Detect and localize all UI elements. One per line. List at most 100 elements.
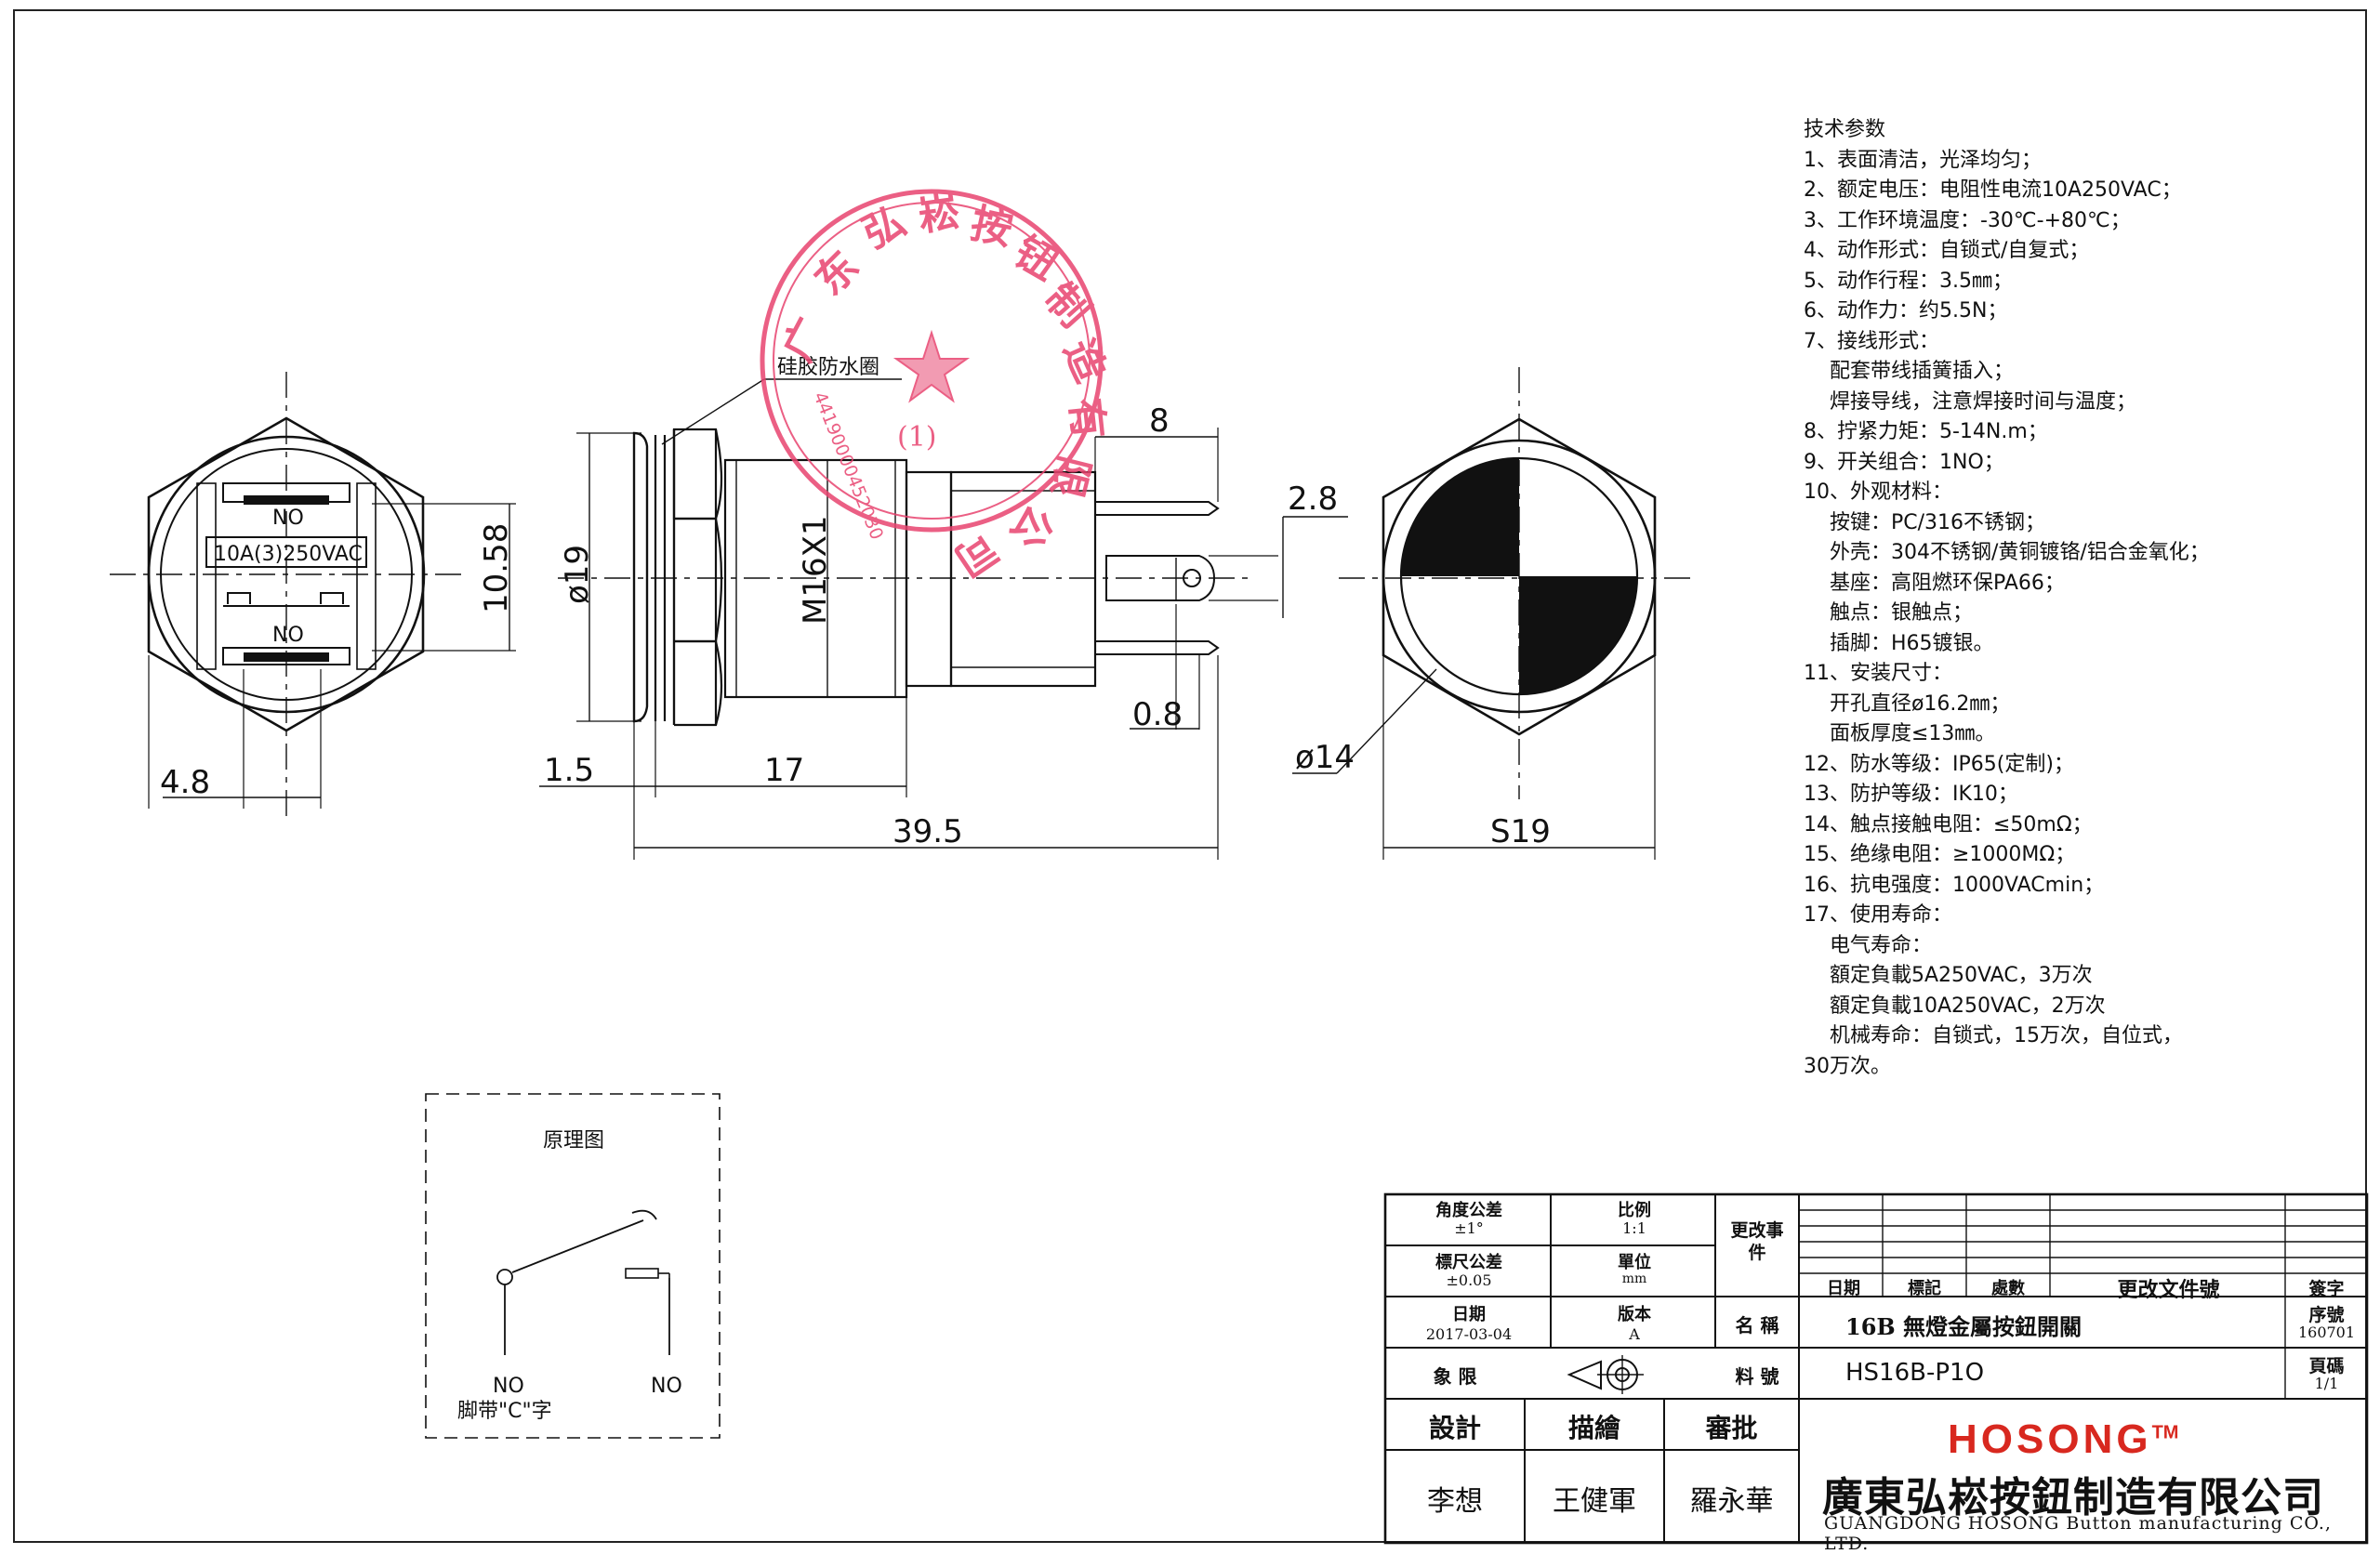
part-number-label: 料 號 (1735, 1365, 1779, 1388)
angle-tolerance-label: 角度公差 (1435, 1201, 1502, 1220)
seal-char-12: 司 (945, 523, 1006, 586)
pin-note: 脚带"C"字 (457, 1400, 552, 1423)
dim-4-8: 4.8 (160, 764, 210, 801)
spec-line: 配套带线插簧插入； (1804, 360, 2014, 383)
spec-line: 11、安装尺寸： (1804, 662, 1952, 685)
serial-label: 序號 (2308, 1305, 2345, 1325)
spec-line: 触点：银触点； (1804, 601, 1973, 625)
quadrant-label: 象 限 (1433, 1365, 1477, 1388)
page-label: 頁碼 (2308, 1356, 2345, 1376)
brand-logo: HOSONGTM (1948, 1416, 2179, 1462)
scale-value: 1:1 (1622, 1219, 1646, 1237)
principle-title: 原理图 (543, 1129, 604, 1152)
spec-line: 額定負載10A250VAC，2万次 (1804, 994, 2106, 1018)
specs-title: 技术参数 (1804, 118, 1886, 141)
spec-line: 外壳：304不锈钢/黄铜镀铬/铝合金氧化； (1804, 541, 2210, 564)
title-block-grid (1383, 1192, 2369, 1545)
version-value: A (1629, 1325, 1640, 1343)
face-no-top: NO (272, 507, 304, 530)
change-event-label: 更改事件 (1730, 1220, 1784, 1263)
version-label: 版本 (1618, 1305, 1651, 1324)
spec-line: 額定負載5A250VAC，3万次 (1804, 964, 2093, 987)
dim-dia-14: ø14 (1295, 739, 1355, 776)
spec-line: 30万次。 (1804, 1054, 1891, 1078)
page-value: 1/1 (2314, 1375, 2339, 1392)
spec-line: 按键：PC/316不锈钢； (1804, 510, 2046, 534)
spec-line: 13、防护等级：IK10； (1804, 783, 2018, 806)
seal-char-6: 钮 (1007, 228, 1066, 289)
approve-label: 審批 (1705, 1413, 1758, 1443)
seal-ring-label: 硅胶防水圈 (777, 356, 879, 379)
spec-line: 16、抗电强度：1000VACmin； (1804, 873, 2105, 897)
part-number: HS16B-P1O (1845, 1359, 1985, 1387)
seal-char-4: 崧 (915, 188, 962, 241)
dim-10-58: 10.58 (478, 523, 515, 613)
spec-line: 2、额定电压：电阻性电流10A250VAC； (1804, 178, 2182, 202)
spec-line: 面板厚度≤13㎜。 (1804, 722, 1996, 745)
drawing-frame (13, 9, 2367, 1543)
dim-m16: M16X1 (797, 515, 834, 625)
face-no-bottom: NO (272, 624, 304, 647)
spec-line: 4、动作形式：自锁式/自复式； (1804, 239, 2090, 262)
designer-name: 李想 (1427, 1485, 1483, 1518)
company-name-en: GUANGDONG HOSONG Button manufacturing CO… (1824, 1513, 2332, 1554)
spec-line: 焊接导线，注意焊接时间与温度； (1804, 389, 2136, 414)
angle-tolerance-value: ±1° (1454, 1219, 1484, 1237)
face-rating: 10A(3)250VAC (214, 543, 363, 566)
draw-label: 描繪 (1567, 1413, 1620, 1443)
spec-line: 插脚：H65镀银。 (1804, 631, 1994, 655)
dim-8: 8 (1149, 402, 1170, 440)
dim-dia-19: ø19 (559, 545, 596, 604)
product-name: 16B 無燈金屬按鈕開關 (1845, 1313, 2082, 1340)
spec-line: 17、使用寿命： (1804, 903, 1952, 927)
spec-line: 机械寿命：自锁式，15万次，自位式， (1804, 1024, 2183, 1047)
spec-line: 5、动作行程：3.5㎜； (1804, 269, 2013, 293)
drafter-name: 王健軍 (1553, 1485, 1636, 1518)
spec-line: 3、工作环境温度：-30℃-+80℃； (1804, 208, 2131, 232)
side-view: ø19 M16X1 1.5 17 39.5 8 2.8 0.8 硅胶防水圈 (539, 356, 1348, 860)
dim-s19: S19 (1490, 813, 1551, 850)
dim-2-8: 2.8 (1288, 481, 1338, 518)
spec-line: 8、拧紧力矩：5-14N.m； (1804, 420, 2048, 443)
col-sign: 簽字 (2308, 1279, 2345, 1299)
size-tolerance-value: ±0.05 (1446, 1271, 1492, 1289)
spec-line: 14、触点接触电阻：≤50mΩ； (1804, 812, 2093, 836)
spec-line: 开孔直径ø16.2㎜； (1804, 691, 2011, 716)
col-date: 日期 (1827, 1279, 1860, 1298)
company-name-cn: 廣東弘崧按鈕制造有限公司 (1822, 1474, 2324, 1521)
spec-line: 10、外观材料： (1804, 481, 1952, 504)
col-count: 處數 (1991, 1279, 2025, 1298)
seal-sub: (1) (897, 421, 937, 454)
date-label: 日期 (1452, 1305, 1486, 1324)
col-change-file: 更改文件號 (2117, 1278, 2220, 1302)
scale-label: 比例 (1618, 1201, 1651, 1220)
spec-line: 12、防水等级：IP65(定制)； (1804, 752, 2074, 776)
dim-17: 17 (764, 752, 804, 789)
dim-0-8: 0.8 (1132, 696, 1183, 733)
unit-value: mm (1621, 1271, 1647, 1286)
spec-line: 6、动作力：约5.5N； (1804, 299, 2008, 323)
serial-value: 160701 (2297, 1324, 2356, 1341)
unit-label: 單位 (1618, 1253, 1651, 1272)
approver-name: 羅永華 (1689, 1485, 1774, 1518)
name-label: 名 稱 (1735, 1314, 1779, 1337)
rear-view: S19 ø14 (1292, 367, 1692, 860)
dim-39-5: 39.5 (892, 813, 963, 850)
col-mark: 標記 (1908, 1279, 1941, 1298)
seal-char-11: 公 (1000, 496, 1063, 557)
seal-char-8: 造 (1054, 333, 1114, 389)
pin-no-left: NO (493, 1375, 524, 1398)
size-tolerance-label: 標尺公差 (1435, 1253, 1502, 1272)
seal-char-2: 东 (806, 243, 868, 305)
spec-line: 7、接线形式： (1804, 329, 1939, 353)
spec-line: 15、绝缘电阻：≥1000MΩ； (1804, 843, 2076, 866)
design-label: 設計 (1428, 1413, 1481, 1443)
date-value: 2017-03-04 (1425, 1325, 1513, 1343)
principle-diagram: 原理图 NO NO 脚带"C"字 (425, 1093, 721, 1439)
seal-char-5: 按 (967, 200, 1017, 255)
front-view: 4.8 10.58 NO 10A(3)250VAC NO (110, 372, 516, 818)
spec-line: 基座：高阻燃环保PA66； (1804, 571, 2065, 595)
spec-line: 电气寿命： (1804, 933, 1932, 957)
